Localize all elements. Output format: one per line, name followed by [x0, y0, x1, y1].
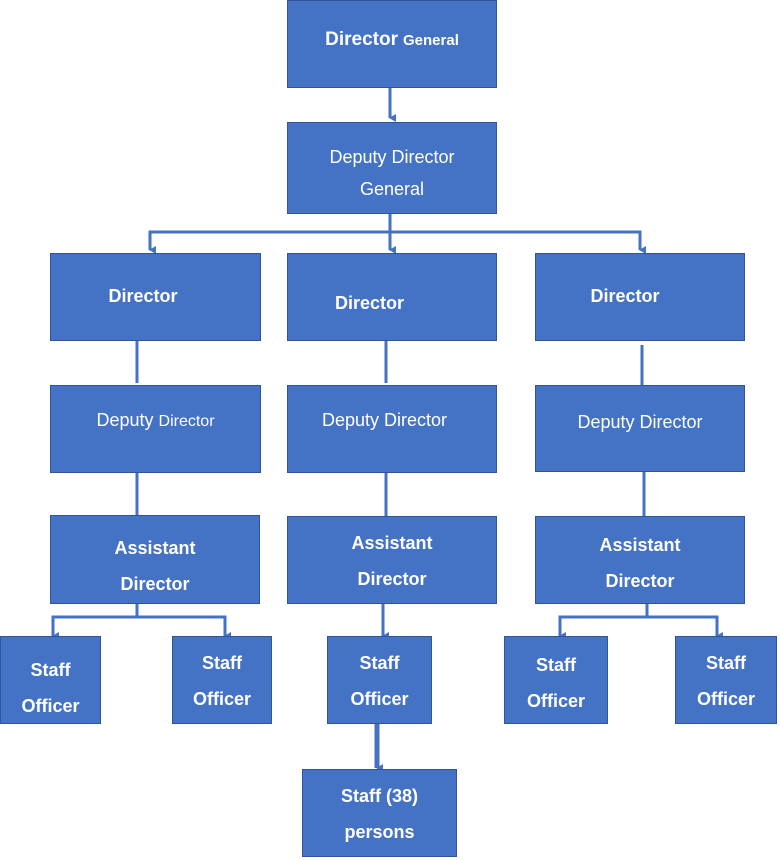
so-3b-line1: Staff — [706, 653, 746, 673]
ad-2-line2: Director — [357, 569, 427, 589]
node-staff-officer-3b: Staff Officer — [675, 636, 777, 724]
director-3-label: Director — [590, 286, 660, 306]
dg-subtitle: General — [403, 32, 459, 49]
dd-1-rest: Director — [158, 413, 215, 430]
node-director-3: Director — [535, 253, 745, 341]
connector-ad3-officers — [558, 615, 719, 633]
node-staff-officer-3a: Staff Officer — [504, 636, 608, 724]
staff-line2: persons — [344, 822, 415, 842]
node-deputy-director-3: Deputy Director — [535, 385, 745, 472]
node-director-1: Director — [50, 253, 261, 341]
so-1a-line2: Officer — [21, 696, 80, 716]
node-deputy-director-general: Deputy Director General — [287, 122, 497, 214]
node-assistant-director-3: Assistant Director — [535, 516, 745, 604]
so-3a-line2: Officer — [526, 691, 586, 711]
so-3b-line2: Officer — [696, 689, 756, 709]
node-assistant-director-2: Assistant Director — [287, 516, 497, 604]
so-2-line2: Officer — [350, 689, 409, 709]
connector-branch-bar — [148, 230, 646, 254]
so-2-line1: Staff — [359, 653, 400, 673]
node-assistant-director-1: Assistant Director — [50, 515, 260, 604]
connector-ad1-officers — [51, 615, 227, 633]
director-1-label: Director — [108, 286, 178, 306]
node-staff-38-persons: Staff (38) persons — [302, 769, 457, 857]
node-deputy-director-1: Deputy Director — [50, 385, 261, 473]
ad-1-line2: Director — [120, 574, 190, 594]
dg-title: Director — [325, 29, 398, 50]
node-staff-officer-2: Staff Officer — [327, 636, 432, 724]
so-1b-line1: Staff — [202, 653, 242, 673]
node-staff-officer-1a: Staff Officer — [0, 636, 101, 724]
node-deputy-director-2: Deputy Director — [287, 385, 497, 473]
so-1a-line1: Staff — [30, 660, 71, 680]
so-3a-line1: Staff — [536, 655, 576, 675]
ad-1-line1: Assistant — [114, 538, 196, 558]
dd-2-label: Deputy Director — [321, 410, 448, 430]
ddg-line2: General — [359, 179, 425, 199]
dd-3-label: Deputy Director — [577, 412, 703, 432]
ad-2-line1: Assistant — [351, 533, 433, 553]
dd-1-main: Deputy — [96, 410, 154, 430]
node-staff-officer-1b: Staff Officer — [172, 636, 272, 724]
ad-3-line2: Director — [605, 571, 675, 591]
ad-3-line1: Assistant — [599, 535, 681, 555]
so-1b-line2: Officer — [192, 689, 252, 709]
staff-line1: Staff (38) — [340, 786, 418, 806]
node-director-general: Director General — [287, 0, 497, 88]
node-director-2: Director — [287, 253, 497, 341]
ddg-line1: Deputy Director — [329, 147, 455, 167]
director-2-label: Director — [334, 293, 405, 313]
